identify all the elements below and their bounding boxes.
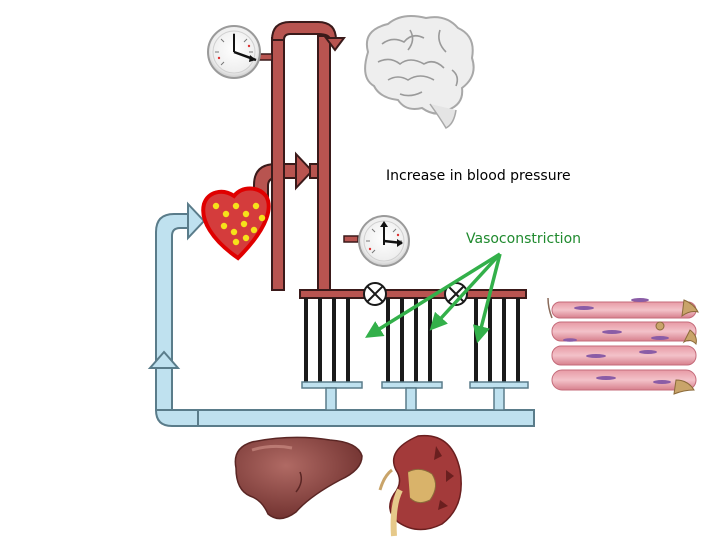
artery-pipe (253, 21, 527, 299)
kidney-icon (378, 434, 462, 537)
green-arrow-icon (472, 253, 502, 344)
vasoconstriction-arrows (365, 252, 502, 344)
vasoconstriction-label: Vasoconstriction (466, 231, 582, 247)
green-arrow-icon (429, 252, 502, 331)
heart-icon (201, 186, 271, 261)
pressure-gauge-icon (358, 215, 410, 267)
muscle-fibers-icon (547, 297, 699, 395)
pressure-gauge-icon (207, 25, 261, 79)
capillary-bed-2 (381, 298, 443, 411)
vein-arrow-icon (187, 201, 206, 241)
capillary-bed-3 (469, 298, 529, 411)
pressure-label: Increase in blood pressure (386, 168, 571, 184)
vein-up-arrow-icon (147, 350, 181, 369)
liver-icon (234, 436, 363, 520)
green-arrow-icon (365, 252, 501, 338)
vein-pipe (147, 201, 535, 427)
brain-icon (364, 15, 475, 129)
artery-arrow-icon (295, 151, 314, 191)
capillary-bed-1 (301, 298, 363, 411)
valve-icon (363, 282, 387, 306)
